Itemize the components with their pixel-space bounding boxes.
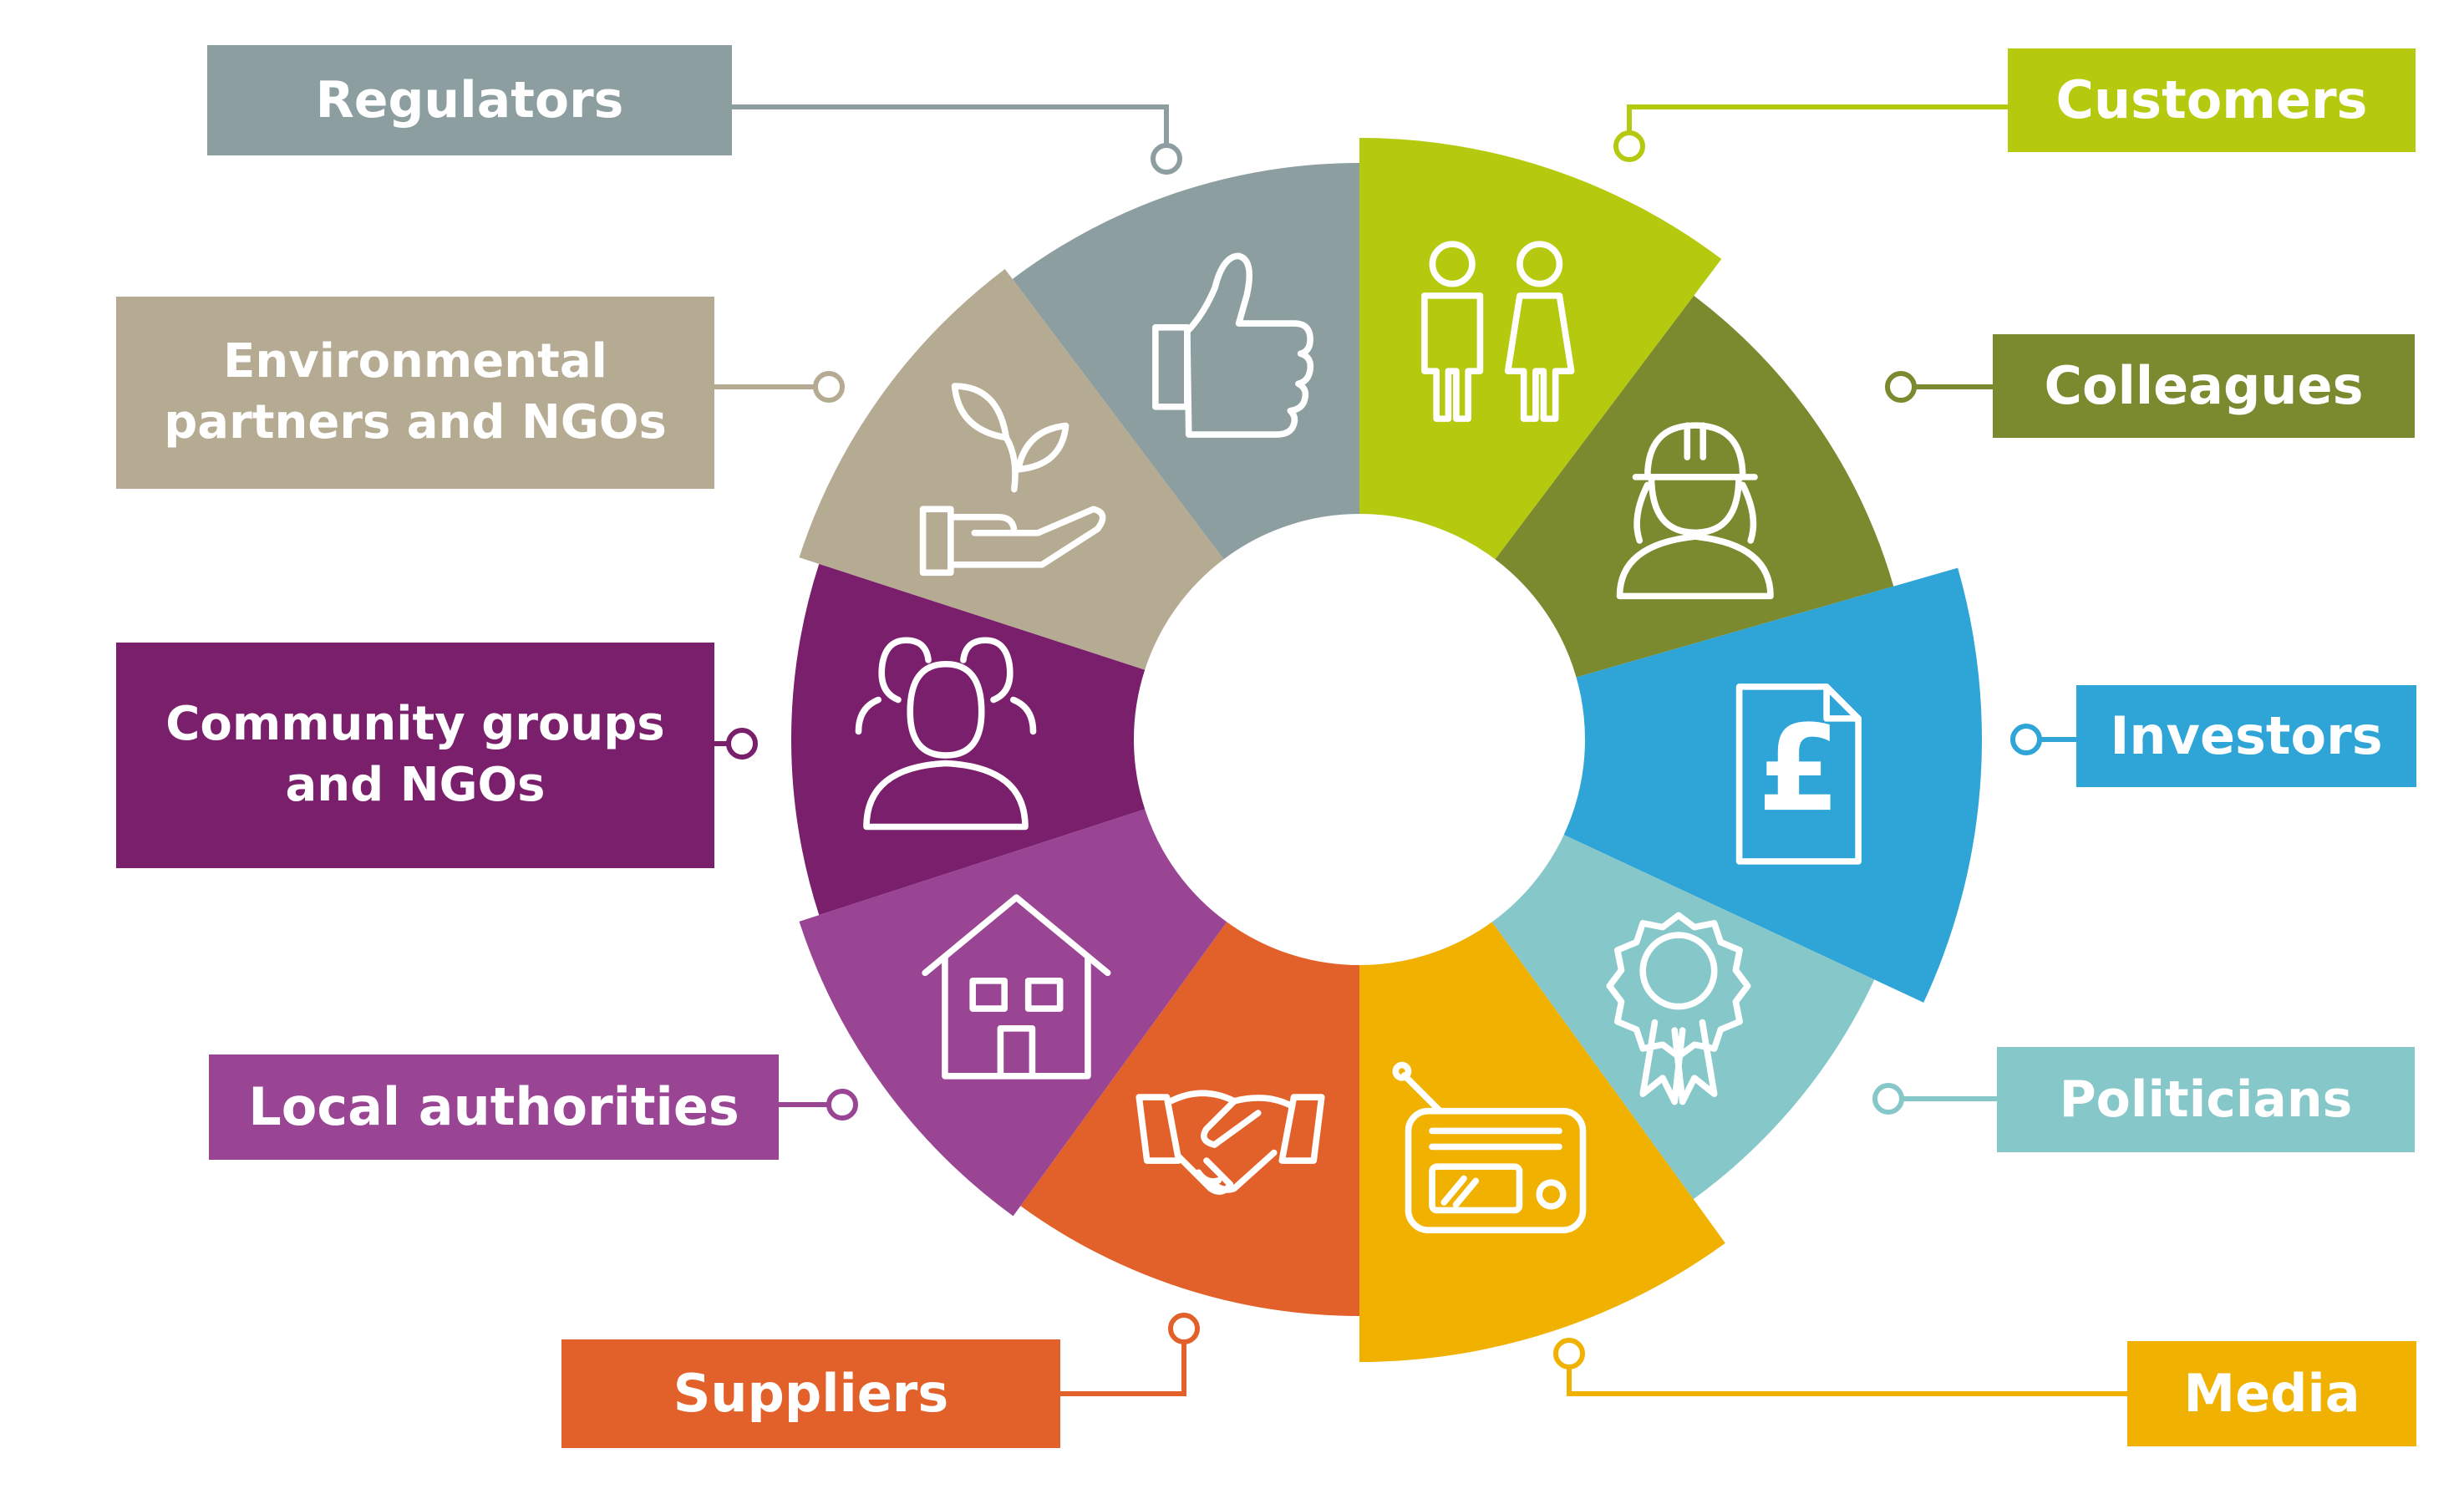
label-text-environmental-partners-line-1: Environmental <box>223 334 607 389</box>
segment-colleagues <box>1495 295 1894 678</box>
label-colleagues: Colleagues <box>1993 334 2415 438</box>
label-environmental-partners: Environmental partners and NGOs <box>116 297 714 489</box>
segment-politicians <box>1491 835 1875 1200</box>
connector-dot-local-authorities <box>826 1089 858 1120</box>
label-politicians: Politicians <box>1997 1047 2415 1152</box>
segment-investors <box>1563 567 1982 1003</box>
label-text-community-groups-line-1: Community groups <box>165 697 665 752</box>
segment-media <box>1359 922 1725 1362</box>
label-text-local-authorities: Local authorities <box>248 1075 739 1137</box>
segment-suppliers <box>1020 922 1359 1316</box>
label-investors: Investors <box>2076 685 2416 787</box>
segment-environmental-partners <box>799 268 1224 670</box>
rosette-icon <box>1606 912 1751 1105</box>
plant-in-hand-icon <box>919 383 1106 577</box>
label-local-authorities: Local authorities <box>209 1054 779 1160</box>
handshake-icon <box>1135 1090 1325 1195</box>
connector-regulators <box>732 104 1169 159</box>
label-regulators: Regulators <box>207 45 732 155</box>
label-media: Media <box>2127 1341 2416 1446</box>
label-text-regulators: Regulators <box>315 71 624 130</box>
label-text-colleagues: Colleagues <box>2044 354 2364 416</box>
pound-document-icon: £ <box>1735 683 1862 865</box>
wheel-icons: £ <box>855 241 1862 1233</box>
connector-dot-regulators <box>1151 143 1182 175</box>
label-text-community-groups-line-2: and NGOs <box>285 758 546 812</box>
thumbs-up-icon <box>1152 252 1314 438</box>
label-customers: Customers <box>2008 48 2416 152</box>
connector-dot-suppliers <box>1168 1313 1200 1344</box>
wheel-segments <box>790 138 1982 1362</box>
svg-text:£: £ <box>1757 699 1840 838</box>
connector-dot-politicians <box>1872 1083 1904 1115</box>
label-text-investors: Investors <box>2110 704 2383 766</box>
segment-local-authorities <box>799 809 1227 1217</box>
connector-dot-customers <box>1613 130 1645 162</box>
connector-customers <box>1627 104 2008 146</box>
label-suppliers: Suppliers <box>561 1339 1060 1448</box>
people-icon <box>1421 241 1575 422</box>
connector-media <box>1567 1354 2127 1396</box>
house-icon <box>922 894 1111 1080</box>
label-text-suppliers: Suppliers <box>673 1362 949 1424</box>
label-community-groups: Community groups and NGOs <box>116 643 714 868</box>
connector-dot-media <box>1553 1338 1585 1370</box>
worker-hardhat-icon <box>1616 422 1774 600</box>
connector-dot-investors <box>2010 724 2042 755</box>
label-text-politicians: Politicians <box>2059 1070 2353 1129</box>
connector-dot-community-groups <box>726 728 758 760</box>
label-text-media: Media <box>2183 1362 2360 1424</box>
label-text-environmental-partners-line-2: partners and NGOs <box>164 395 667 450</box>
connector-suppliers <box>1060 1329 1186 1396</box>
community-people-icon <box>855 637 1037 831</box>
connector-dot-colleagues <box>1885 371 1917 403</box>
connector-lines <box>714 104 2127 1396</box>
radio-icon <box>1392 1061 1587 1233</box>
label-text-customers: Customers <box>2055 69 2368 130</box>
connector-dot-environmental-partners <box>813 371 845 403</box>
